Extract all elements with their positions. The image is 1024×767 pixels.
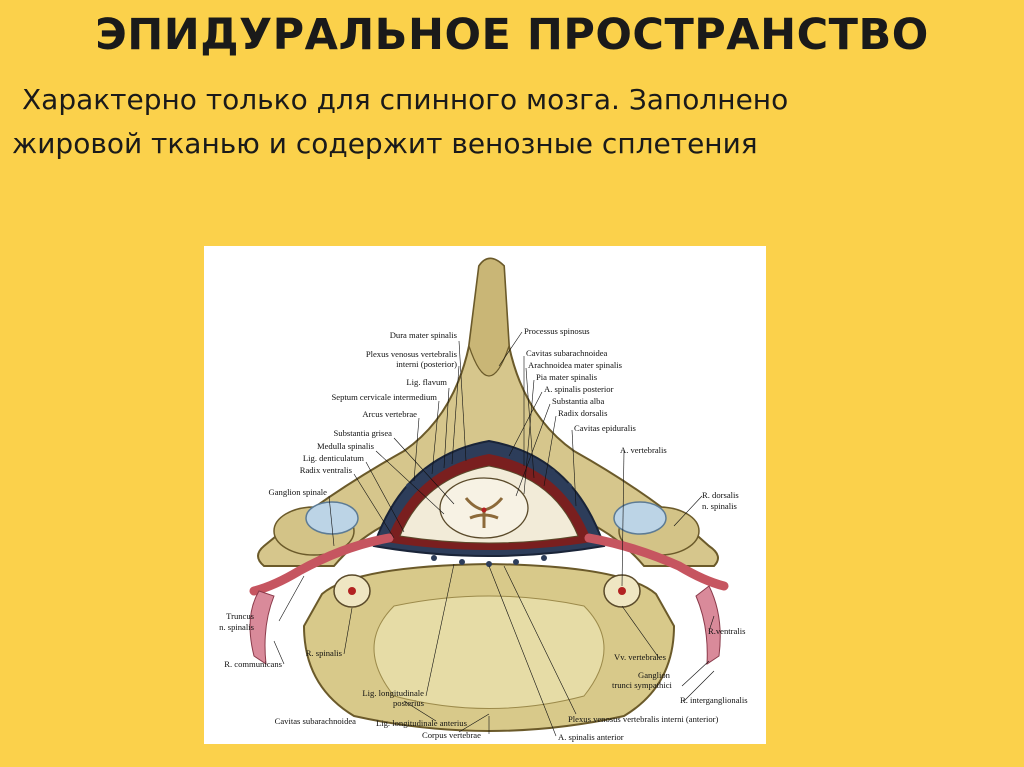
label-lig-long-anterius: Lig. longitudinale anterius: [376, 718, 468, 728]
label-r-ventralis: R.ventralis: [708, 626, 746, 636]
label-r-communicans: R. communicans: [224, 659, 282, 669]
label-r-dorsalis-2: n. spinalis: [702, 501, 738, 511]
label-arcus-vertebrae: Arcus vertebrae: [362, 409, 417, 419]
nerve-root-left: [249, 533, 394, 596]
label-dura-mater: Dura mater spinalis: [390, 330, 458, 340]
body-text-line-2: жировой тканью и содержит венозные сплет…: [12, 127, 758, 160]
label-substantia-grisea: Substantia grisea: [334, 428, 393, 438]
processus-spinosus-shape: [468, 257, 510, 377]
label-r-dorsalis-1: R. dorsalis: [702, 490, 739, 500]
nerve-root-right: [584, 533, 729, 591]
label-plexus-venosus-1: Plexus venosus vertebralis: [366, 349, 458, 359]
label-ganglion-spinale: Ganglion spinale: [269, 487, 328, 497]
anatomy-illustration: Dura mater spinalis Plexus venosus verte…: [204, 246, 766, 744]
label-a-vertebralis: A. vertebralis: [620, 445, 667, 455]
label-radix-ventralis: Radix ventralis: [300, 465, 353, 475]
a-vertebralis-right: [618, 587, 626, 595]
label-substantia-alba: Substantia alba: [552, 396, 604, 406]
label-cavitas-subarachnoidea: Cavitas subarachnoidea: [526, 348, 608, 358]
label-truncus-2: n. spinalis: [219, 622, 255, 632]
label-r-spinalis: R. spinalis: [306, 648, 343, 658]
label-a-spinalis-anterior: A. spinalis anterior: [558, 732, 624, 742]
vertebral-body-inner: [373, 595, 605, 709]
label-ganglion-trunci-1: Ganglion: [638, 670, 671, 680]
articular-surface-left: [305, 501, 359, 535]
label-a-spinalis-posterior: A. spinalis posterior: [544, 384, 614, 394]
label-truncus-1: Truncus: [226, 611, 255, 621]
slide-title: ЭПИДУРАЛЬНОЕ ПРОСТРАНСТВО: [95, 10, 929, 60]
leader-lines-left: [273, 340, 490, 734]
leader-lines-right: [488, 331, 715, 737]
label-medulla-spinalis: Medulla spinalis: [317, 441, 375, 451]
label-septum: Septum cervicale intermedium: [332, 392, 438, 402]
label-processus-spinosus: Processus spinosus: [524, 326, 590, 336]
label-lig-long-post-2: posterius: [393, 698, 425, 708]
label-lig-flavum: Lig. flavum: [406, 377, 447, 387]
label-arachnoidea: Arachnoidea mater spinalis: [528, 360, 623, 370]
label-plexus-anterior: Plexus venosus vertebralis interni (ante…: [568, 714, 718, 724]
label-lig-long-post-1: Lig. longitudinale: [362, 688, 424, 698]
label-plexus-venosus-2: interni (posterior): [396, 359, 457, 369]
body-text-line-1: Характерно только для спинного мозга. За…: [22, 83, 789, 116]
label-cavitas-subarachnoidea-bottom: Cavitas subarachnoidea: [275, 716, 357, 726]
label-r-interganglionalis: R. interganglionalis: [680, 695, 748, 705]
label-ganglion-trunci-2: trunci sympathici: [612, 680, 673, 690]
slide-body-text: Характерно только для спинного мозга. За…: [12, 78, 1002, 166]
label-radix-dorsalis: Radix dorsalis: [558, 408, 608, 418]
articular-surface-right: [613, 501, 667, 535]
truncus-sympathicus-left: [249, 590, 275, 666]
label-lig-denticulatum: Lig. denticulatum: [303, 453, 364, 463]
truncus-sympathicus-right: [695, 585, 721, 665]
label-corpus-vertebrae: Corpus vertebrae: [422, 730, 481, 740]
label-vv-vertebrales: Vv. vertebrales: [614, 652, 667, 662]
central-canal: [481, 507, 487, 513]
label-cavitas-epiduralis: Cavitas epiduralis: [574, 423, 636, 433]
label-pia-mater: Pia mater spinalis: [536, 372, 598, 382]
vertebra-cross-section-drawing: Dura mater spinalis Plexus venosus verte…: [219, 257, 748, 742]
a-vertebralis-left: [348, 587, 356, 595]
